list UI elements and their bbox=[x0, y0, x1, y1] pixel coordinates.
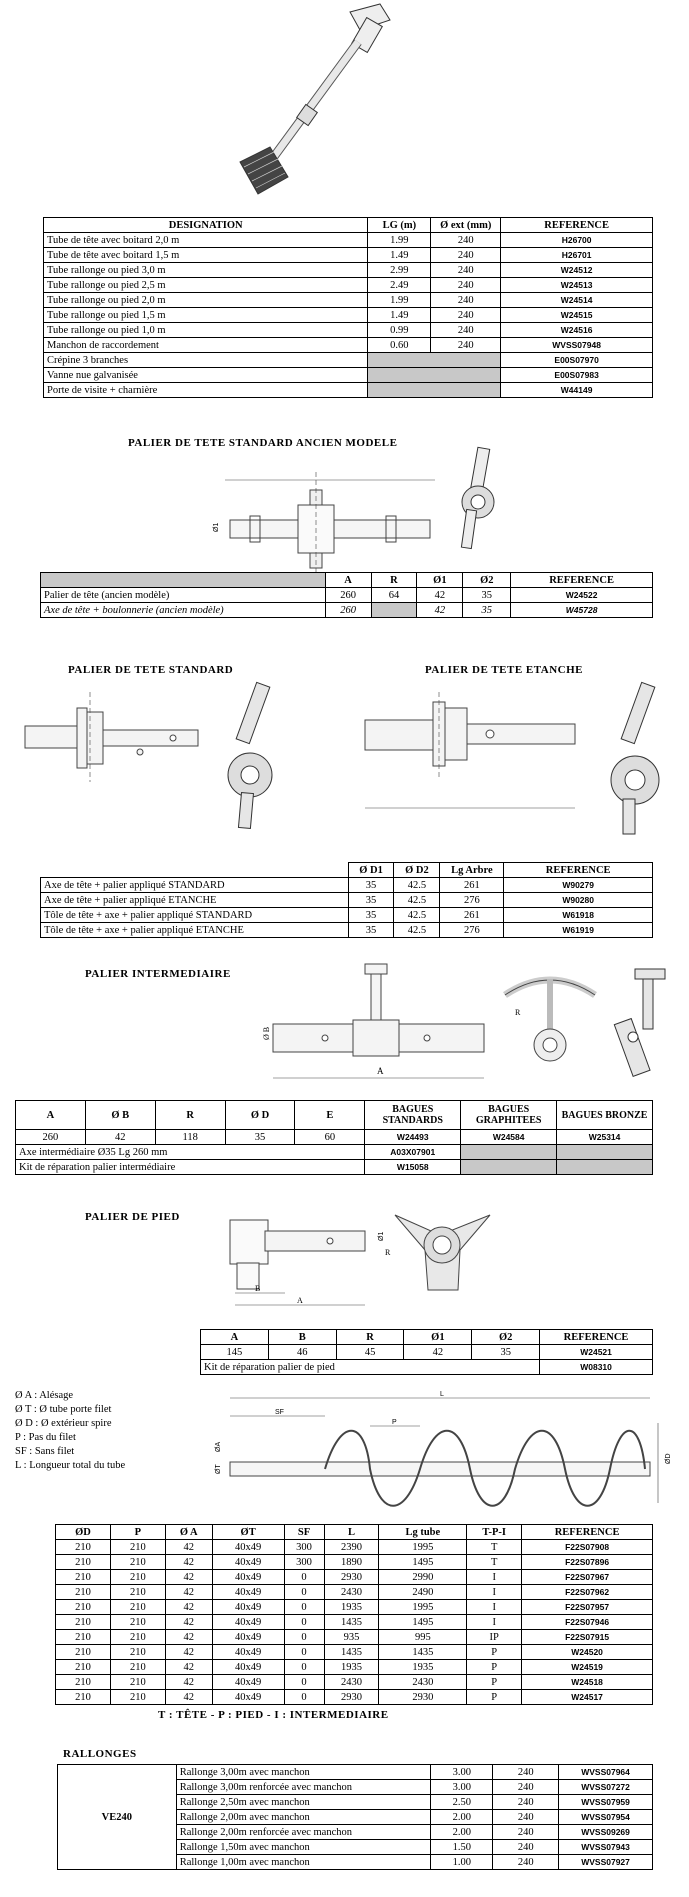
table-row: Kit de réparation palier intermédiaire W… bbox=[14, 1159, 653, 1175]
palier-ancien-table: A R Ø1 Ø2 REFERENCE Palier de tête (anci… bbox=[40, 572, 653, 618]
section-title-palier-intermediaire: PALIER INTERMEDIAIRE bbox=[85, 968, 231, 980]
palier-etanche-3d-drawing bbox=[610, 681, 660, 835]
legend-item: SF : Sans filet bbox=[15, 1446, 75, 1457]
table-row: Axe de tête + boulonnerie (ancien modèle… bbox=[40, 602, 653, 618]
section-title-palier-etanche: PALIER DE TETE ETANCHE bbox=[425, 664, 584, 676]
legend-item: L : Longueur total du tube bbox=[15, 1460, 126, 1471]
palier-ancien-3d-drawing bbox=[460, 446, 495, 550]
dimension-label-r: R bbox=[515, 1008, 521, 1017]
auger-tube-drawing bbox=[239, 3, 391, 195]
table-row: Tôle de tête + axe + palier appliqué STA… bbox=[40, 907, 653, 923]
dimension-label-a: A bbox=[297, 1296, 303, 1305]
legend-item: Ø D : Ø extérieur spire bbox=[15, 1418, 112, 1429]
col-reference: REFERENCE bbox=[500, 217, 653, 233]
palier-pied-drawing: B A Ø1 bbox=[229, 1219, 385, 1306]
legend-item: Ø A : Alésage bbox=[15, 1390, 74, 1401]
legend-item: Ø T : Ø tube porte filet bbox=[15, 1404, 112, 1415]
section-title-rallonges: RALLONGES bbox=[63, 1748, 137, 1760]
palier-standard-table: Ø D1 Ø D2 Lg Arbre REFERENCE Axe de tête… bbox=[40, 862, 653, 938]
dimension-label-ob: Ø B bbox=[262, 1027, 271, 1040]
dimension-label-oa: ØA bbox=[215, 1442, 222, 1452]
section-title-palier-ancien: PALIER DE TETE STANDARD ANCIEN MODELE bbox=[128, 437, 398, 449]
dimension-label-b: B bbox=[255, 1284, 260, 1293]
col-designation: DESIGNATION bbox=[42, 217, 369, 233]
section-title-palier-standard: PALIER DE TETE STANDARD bbox=[68, 664, 234, 676]
dimension-label-sf: SF bbox=[275, 1409, 284, 1416]
legend-item: P : Pas du filet bbox=[15, 1432, 76, 1443]
col-ext-diameter: Ø ext (mm) bbox=[430, 217, 502, 233]
table-row: Kit de réparation palier de pied W08310 bbox=[199, 1359, 653, 1375]
table-row: 145 46 45 42 35 W24521 bbox=[200, 1344, 653, 1360]
table-row: 260 42 118 35 60 W24493 W24584 W25314 bbox=[15, 1129, 653, 1145]
table-header-row: Ø D1 Ø D2 Lg Arbre REFERENCE bbox=[40, 862, 653, 878]
dimension-label-ot: ØT bbox=[215, 1464, 222, 1474]
table-header-row: A B R Ø1 Ø2 REFERENCE bbox=[200, 1329, 653, 1345]
palier-pied-table: A B R Ø1 Ø2 REFERENCE 145 46 45 42 35 W2… bbox=[199, 1329, 653, 1375]
dimension-label-od: ØD bbox=[665, 1454, 670, 1465]
table-row: Axe intermédiaire Ø35 Lg 260 mm A03X0790… bbox=[14, 1144, 653, 1160]
palier-standard-3d-drawing bbox=[227, 681, 273, 829]
dimension-label-a: A bbox=[377, 1066, 384, 1076]
vis-table: ØD P Ø A ØT SF L Lg tube T-P-I REFERENCE… bbox=[55, 1524, 653, 1705]
palier-standard-drawing bbox=[24, 692, 199, 782]
legend: Ø A : Alésage Ø T : Ø tube porte filet Ø… bbox=[15, 1389, 125, 1473]
palier-ancien-drawing: Ø1 bbox=[213, 472, 435, 578]
section-title-palier-pied: PALIER DE PIED bbox=[85, 1211, 180, 1223]
palier-pied-side-drawing: R bbox=[385, 1214, 491, 1291]
col-length: LG (m) bbox=[367, 217, 432, 233]
tubes-table: DESIGNATION LG (m) Ø ext (mm) REFERENCE … bbox=[42, 217, 653, 398]
rallonges-group: VE240 bbox=[57, 1764, 177, 1870]
palier-intermediaire-side-drawing: R bbox=[503, 976, 597, 1062]
palier-etanche-drawing bbox=[364, 692, 576, 809]
palier-intermediaire-3d-drawing bbox=[613, 968, 666, 1078]
vis-footnote: T : TÊTE - P : PIED - I : INTERMEDIAIRE bbox=[158, 1709, 389, 1721]
palier-intermediaire-table: A Ø B R Ø D E BAGUES STANDARDS BAGUES GR… bbox=[14, 1100, 653, 1175]
table-row: Tôle de tête + axe + palier appliqué ETA… bbox=[40, 922, 653, 938]
dimension-label-o1: Ø1 bbox=[378, 1232, 385, 1241]
palier-intermediaire-drawing: A Ø B bbox=[262, 963, 485, 1079]
screw-drawing: L SF P ØA ØT ØD bbox=[215, 1391, 670, 1507]
dimension-label-p: P bbox=[392, 1419, 397, 1426]
dimension-label-l: L bbox=[440, 1391, 444, 1398]
table-header-row: ØD P Ø A ØT SF L Lg tube T-P-I REFERENCE bbox=[55, 1524, 653, 1540]
table-header-row: A Ø B R Ø D E BAGUES STANDARDS BAGUES GR… bbox=[15, 1100, 653, 1130]
table-header-row: DESIGNATION LG (m) Ø ext (mm) REFERENCE bbox=[42, 217, 653, 233]
dimension-label-r: R bbox=[385, 1248, 391, 1257]
dimension-label-o1: Ø1 bbox=[213, 523, 220, 532]
table-header-row: A R Ø1 Ø2 REFERENCE bbox=[40, 572, 653, 588]
